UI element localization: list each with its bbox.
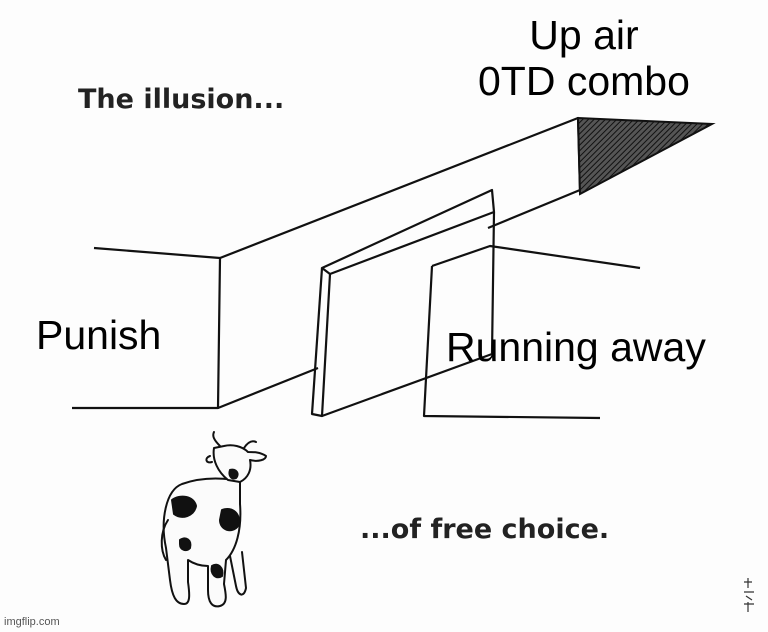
caption-top-line-1: Up air bbox=[529, 12, 639, 58]
cow-illustration bbox=[160, 431, 267, 608]
free-choice-footer-text: ...of free choice. bbox=[360, 514, 610, 545]
caption-top-line-2: 0TD combo bbox=[478, 58, 690, 104]
middle-panel bbox=[310, 188, 496, 418]
caption-right-option: Running away bbox=[446, 324, 706, 370]
illusion-header-text: The illusion... bbox=[78, 84, 285, 115]
imgflip-watermark: imgflip.com bbox=[4, 616, 60, 628]
artist-signature bbox=[744, 578, 754, 612]
hidden-path-shading bbox=[576, 116, 716, 196]
right-wall bbox=[422, 244, 641, 420]
caption-left-option: Punish bbox=[36, 312, 162, 358]
caption-top-option: Up air 0TD combo bbox=[478, 12, 690, 104]
